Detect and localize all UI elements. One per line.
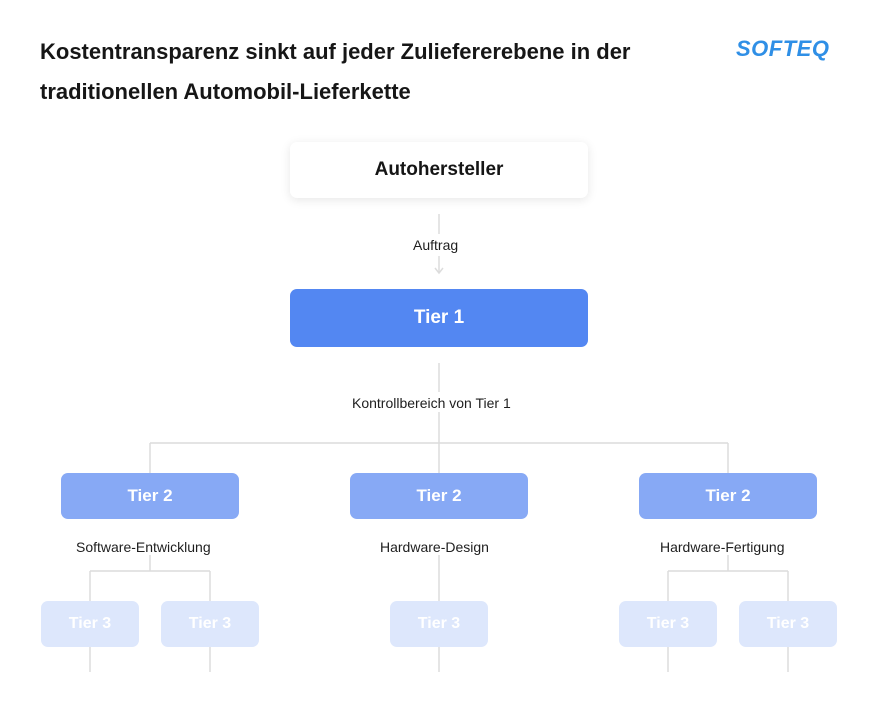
label-software-entwicklung: Software-Entwicklung [72,539,215,555]
node-tier2-software: Tier 2 [61,473,239,519]
label-auftrag: Auftrag [409,237,463,253]
label-hardware-design: Hardware-Design [376,539,493,555]
node-tier3-software-b: Tier 3 [161,601,259,647]
node-tier3-fertigung-a: Tier 3 [619,601,717,647]
page-title: Kostentransparenz sinkt auf jeder Zulief… [40,39,631,104]
softeq-logo: SOFTEQ [736,36,830,61]
node-tier2-hw-design: Tier 2 [350,473,528,519]
node-tier3-software-a: Tier 3 [41,601,139,647]
node-tier2-hw-fertigung: Tier 2 [639,473,817,519]
node-tier1: Tier 1 [290,289,588,347]
node-autohersteller: Autohersteller [290,142,588,198]
label-hardware-fertigung: Hardware-Fertigung [656,539,789,555]
arrow-down-icon [434,267,444,275]
node-tier3-fertigung-b: Tier 3 [739,601,837,647]
label-kontrollbereich: Kontrollbereich von Tier 1 [348,395,515,411]
node-tier3-hw-design: Tier 3 [390,601,488,647]
